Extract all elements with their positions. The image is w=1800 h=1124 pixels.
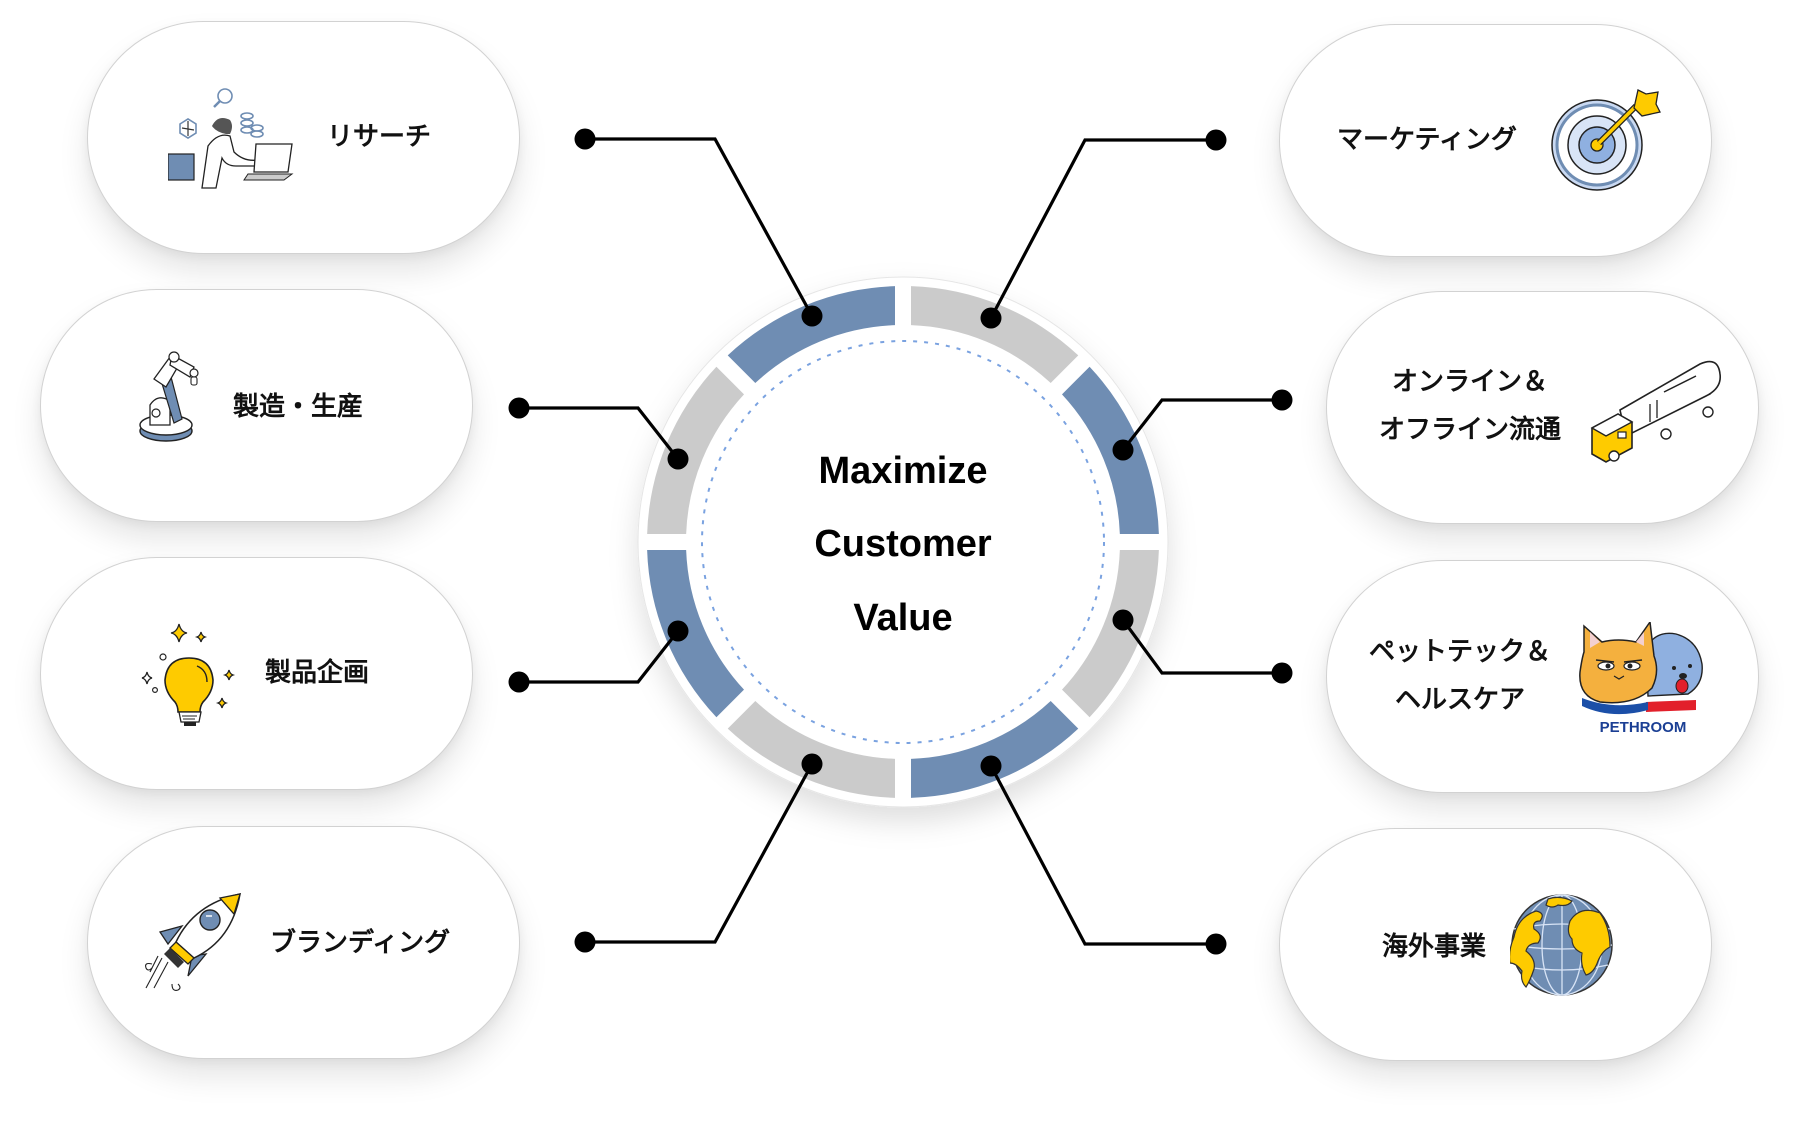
connector-distribution-ring-dot: [1112, 439, 1134, 461]
connector-product-planning-ring-dot: [667, 620, 689, 642]
segment-top-right: [910, 286, 1079, 384]
node-manufacturing[interactable]: [40, 289, 473, 522]
connector-distribution-line: [1121, 398, 1282, 451]
segment-left-upper: [647, 366, 745, 535]
connector-pettech-end-dot: [1271, 662, 1293, 684]
segment-top-left: [727, 286, 896, 384]
hub-disc: [637, 276, 1169, 808]
overseas-label: 海外事業: [1382, 932, 1487, 962]
research-label: リサーチ: [327, 122, 432, 152]
connector-manufacturing-line: [519, 406, 680, 460]
target-dart-icon: [1551, 89, 1661, 191]
pethroom-logo-text: PETHROOM: [1600, 719, 1687, 734]
connector-research-end-dot: [574, 128, 596, 150]
pettech-label-line-2: ヘルスケア: [1394, 685, 1525, 715]
connector-branding-ring-dot: [801, 753, 823, 775]
connector-product-planning-end-dot: [508, 671, 530, 693]
connector-overseas-ring-dot: [980, 755, 1002, 777]
distribution-label-line-1: オンライン＆: [1391, 367, 1548, 397]
lightbulb-icon: [141, 623, 236, 726]
connector-product-planning-line: [519, 630, 680, 684]
pettech-label: ペットテック＆ ヘルスケア: [1360, 628, 1560, 724]
connector-marketing-ring-dot: [980, 307, 1002, 329]
connector-pettech-line: [1121, 619, 1282, 675]
connector-branding-line: [585, 763, 814, 944]
node-research[interactable]: [87, 21, 520, 254]
connector-manufacturing-end-dot: [508, 397, 530, 419]
connectors: [508, 128, 1293, 955]
cat-dog-logo-icon: PETHROOM: [1579, 622, 1703, 734]
connector-research-line: [585, 137, 814, 317]
segment-bottom-left: [727, 700, 896, 798]
node-distribution[interactable]: [1326, 291, 1759, 524]
node-branding[interactable]: [87, 826, 520, 1059]
connector-distribution-end-dot: [1271, 389, 1293, 411]
rocket-icon: [145, 893, 241, 991]
connector-overseas-end-dot: [1205, 933, 1227, 955]
branding-label: ブランディング: [270, 928, 451, 958]
connector-marketing-line: [989, 138, 1216, 319]
center-title-line-1: Maximize: [818, 450, 988, 492]
product-planning-label: 製品企画: [265, 658, 370, 688]
tanker-truck-icon: [1590, 360, 1722, 463]
segment-left-lower: [647, 549, 745, 718]
connector-marketing-end-dot: [1205, 129, 1227, 151]
center-title-line-3: Value: [853, 597, 953, 639]
ring: [647, 286, 1159, 798]
connector-manufacturing-ring-dot: [667, 448, 689, 470]
distribution-label: オンライン＆ オフライン流通: [1370, 358, 1570, 454]
distribution-label-line-2: オフライン流通: [1378, 415, 1561, 445]
dashed-inner-circle: [701, 340, 1105, 744]
segment-right-upper: [1061, 366, 1159, 535]
pettech-label-line-1: ペットテック＆: [1368, 637, 1551, 667]
node-overseas[interactable]: [1279, 828, 1712, 1061]
segment-bottom-right: [910, 700, 1079, 798]
connector-pettech-ring-dot: [1112, 609, 1134, 631]
connector-branding-end-dot: [574, 931, 596, 953]
connector-overseas-line: [989, 765, 1216, 946]
robot-arm-icon: [139, 351, 199, 442]
node-product-planning[interactable]: [40, 557, 473, 790]
segment-right-lower: [1061, 549, 1159, 718]
connector-research-ring-dot: [801, 305, 823, 327]
researcher-at-laptop-icon: [168, 88, 294, 189]
marketing-label: マーケティング: [1337, 125, 1517, 155]
globe-icon: [1510, 894, 1613, 996]
manufacturing-label: 製造・生産: [233, 392, 364, 422]
center-title-line-2: Customer: [814, 523, 992, 565]
